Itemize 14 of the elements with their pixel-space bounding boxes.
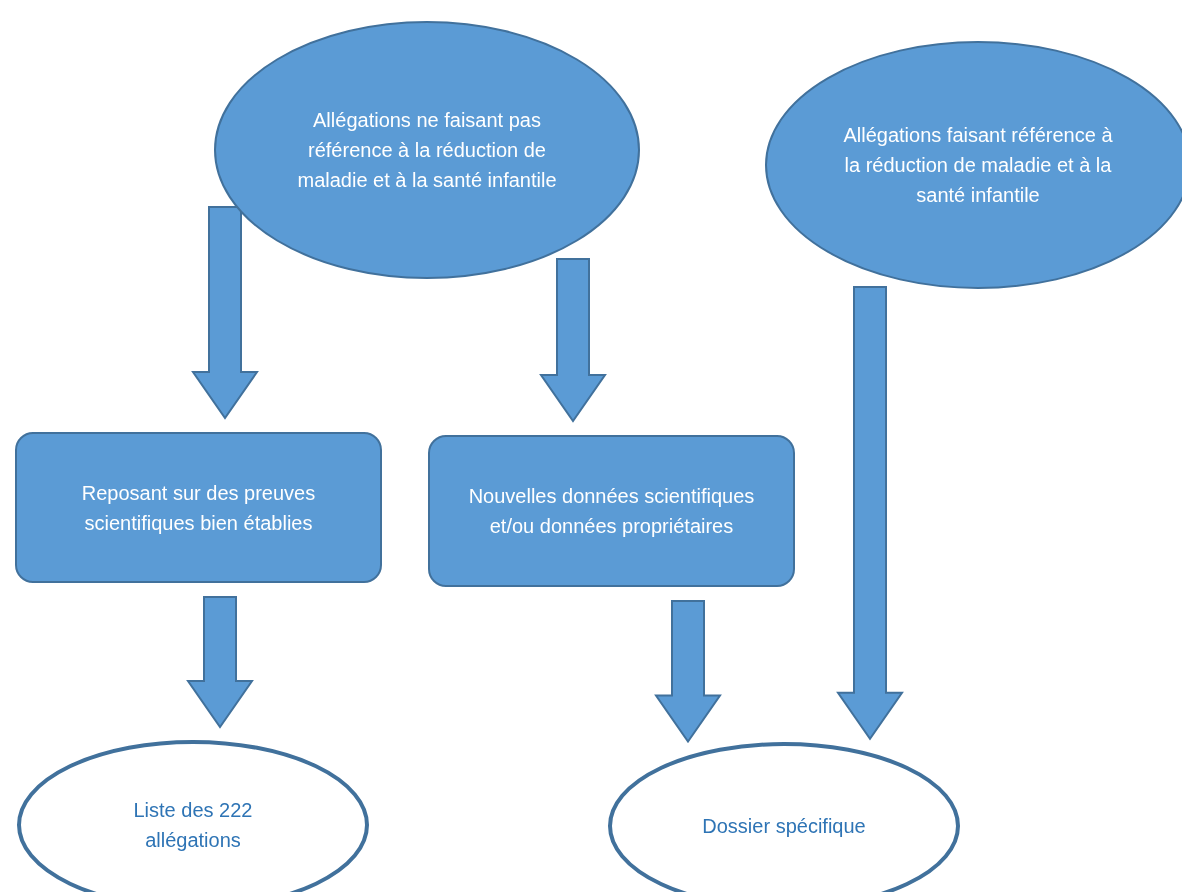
node-label: Reposant sur des preuves scientifiques bien établies <box>80 480 317 536</box>
block-arrow <box>836 285 904 741</box>
node-label: Allégations ne faisant pas référence à la réduction de maladie et à la santé infantile <box>296 108 558 193</box>
rounded-box <box>428 435 795 587</box>
node-label: Liste des 222 allégations <box>132 798 254 853</box>
block-arrow <box>191 205 259 420</box>
rounded-box <box>15 432 382 583</box>
block-arrow <box>186 596 254 729</box>
node-label: Allégations faisant référence à la réduction de maladie et à la santé infantile <box>842 123 1114 208</box>
block-arrow <box>539 258 607 423</box>
node-label: Dossier spécifique <box>702 814 866 839</box>
node-label: Nouvelles données scientifiques et/ou données propriétaires <box>467 484 756 539</box>
block-arrow <box>654 600 722 744</box>
ellipse-node <box>213 20 641 280</box>
